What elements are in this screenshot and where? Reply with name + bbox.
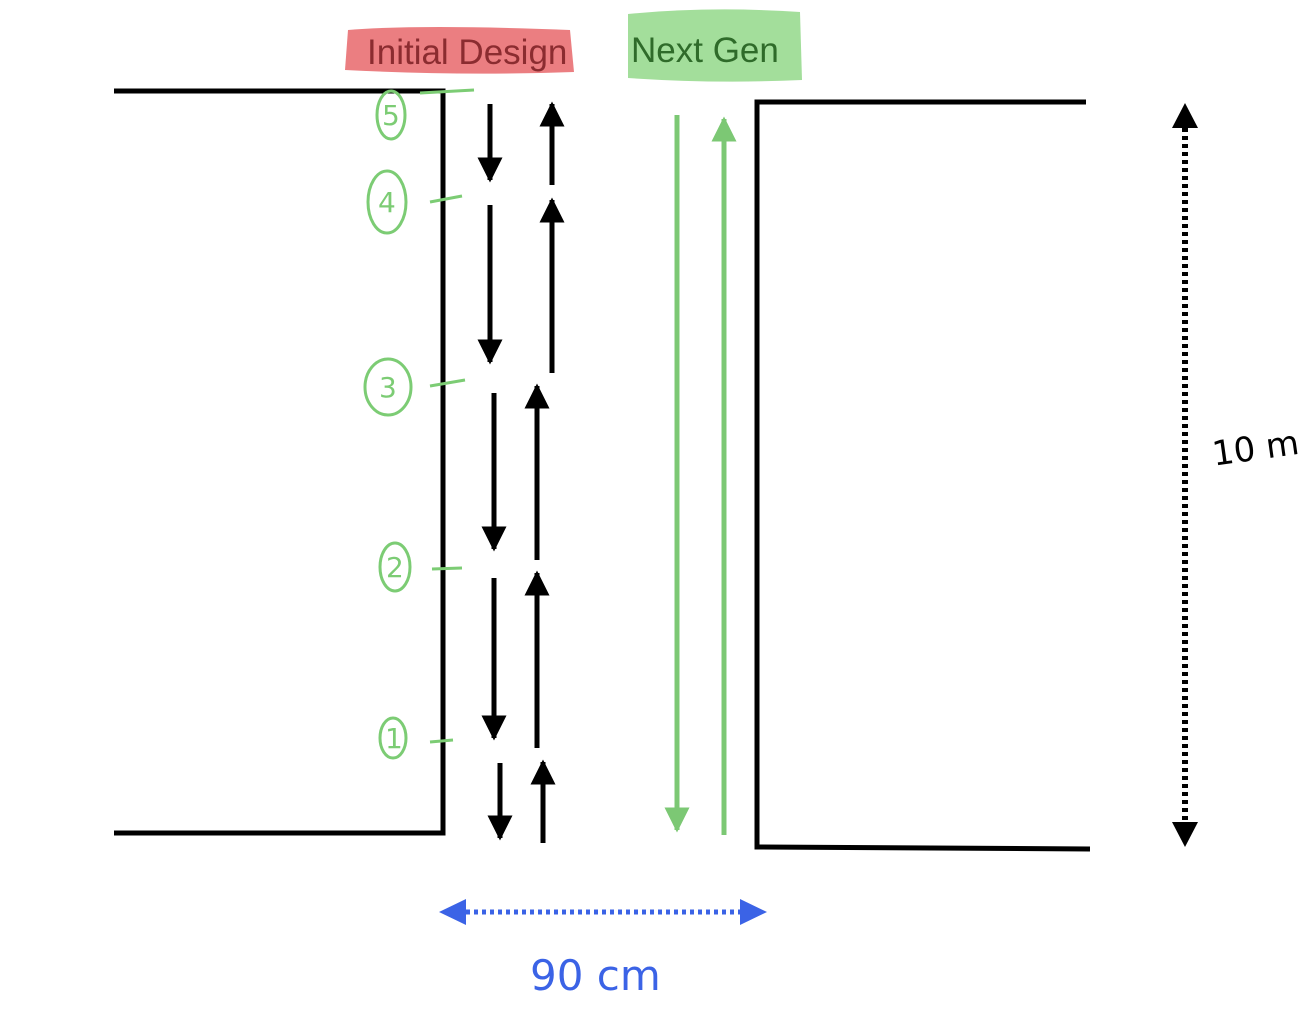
stage-2-number: 2 — [386, 551, 404, 584]
stage-markers — [363, 88, 475, 760]
stage-numbers: 5 4 3 2 1 — [378, 99, 404, 755]
next-gen-label-group: Next Gen — [628, 9, 802, 82]
width-arrow-left — [439, 899, 466, 925]
width-arrow-right — [740, 899, 767, 925]
next-gen-label: Next Gen — [631, 31, 779, 70]
height-arrow-top — [1172, 103, 1198, 128]
initial-design-highlight — [345, 27, 574, 74]
stage-3-number: 3 — [379, 371, 397, 404]
next-gen-arrows — [664, 115, 737, 835]
initial-design-arrows — [477, 101, 565, 843]
initial-design-label-group: Initial Design — [345, 27, 574, 74]
stage-4-number: 4 — [378, 186, 396, 219]
height-dimension: 10 m — [1172, 103, 1302, 847]
left-wall — [114, 88, 446, 836]
width-dimension: 90 cm — [439, 899, 767, 1000]
height-arrow-bottom — [1172, 822, 1198, 847]
stage-1-number: 1 — [385, 722, 403, 755]
width-label: 90 cm — [530, 951, 661, 1000]
stage-5-number: 5 — [382, 99, 400, 132]
initial-design-label: Initial Design — [367, 33, 567, 72]
height-label: 10 m — [1210, 423, 1302, 475]
right-wall — [754, 99, 1091, 852]
next-gen-highlight — [628, 9, 802, 82]
